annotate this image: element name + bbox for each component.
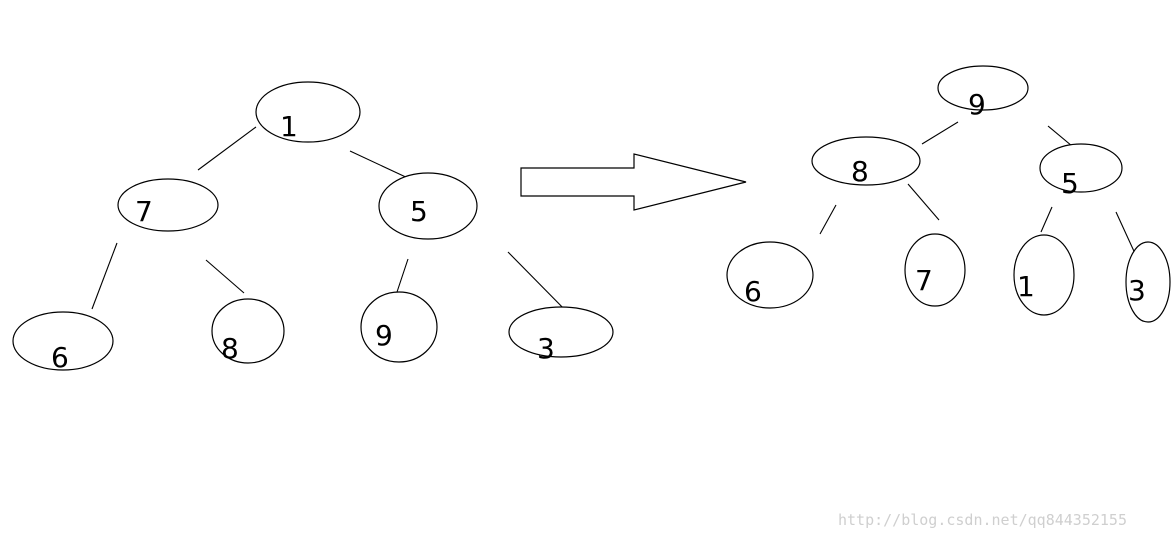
left-node-label: 7: [135, 195, 153, 228]
left-node-l2-2: [211, 298, 285, 364]
right-node-label: 8: [851, 155, 869, 188]
left-node-l1-right: [378, 172, 478, 240]
left-edge-7-6: [91, 242, 118, 310]
right-node-label: 6: [744, 275, 762, 308]
right-node-label: 7: [915, 264, 933, 297]
left-node-label: 3: [537, 332, 555, 365]
left-node-l2-3: [360, 291, 438, 363]
left-node-label: 1: [280, 110, 298, 143]
left-node-l2-4: [508, 306, 614, 358]
right-edge-5-1: [1040, 206, 1053, 233]
right-edge-9-8: [921, 121, 959, 145]
left-node-root: [255, 81, 361, 143]
right-node-l2-1: [726, 241, 814, 309]
transform-arrow: [520, 153, 747, 211]
left-edge-7-8: [205, 259, 245, 294]
left-edge-1-7: [197, 126, 257, 171]
left-tree-nodes: 1 7 5 6 8 9 3: [12, 81, 614, 374]
right-node-label: 3: [1128, 274, 1146, 307]
right-tree-nodes: 9 8 5 6 7 1 3: [726, 65, 1171, 323]
left-node-label: 9: [375, 319, 393, 352]
left-node-l2-1: [12, 311, 114, 371]
right-edge-8-6: [819, 204, 837, 235]
right-node-label: 9: [968, 88, 986, 121]
right-node-l2-4: [1125, 241, 1171, 323]
right-node-l2-3: [1013, 234, 1075, 316]
left-node-label: 5: [410, 195, 428, 228]
right-node-l2-2: [904, 233, 966, 307]
left-node-label: 8: [221, 332, 239, 365]
left-node-l1-left: [117, 178, 219, 232]
right-edge-8-7: [907, 183, 940, 221]
right-node-l1-left: [811, 136, 921, 186]
left-node-label: 6: [51, 341, 69, 374]
right-node-l1-right: [1039, 143, 1123, 193]
right-node-root: [937, 65, 1029, 111]
watermark-url: http://blog.csdn.net/qq844352155: [838, 511, 1127, 529]
left-edge-5-9: [396, 258, 409, 293]
right-node-label: 1: [1017, 270, 1035, 303]
left-edge-1-5: [349, 150, 411, 180]
right-node-label: 5: [1061, 167, 1079, 200]
